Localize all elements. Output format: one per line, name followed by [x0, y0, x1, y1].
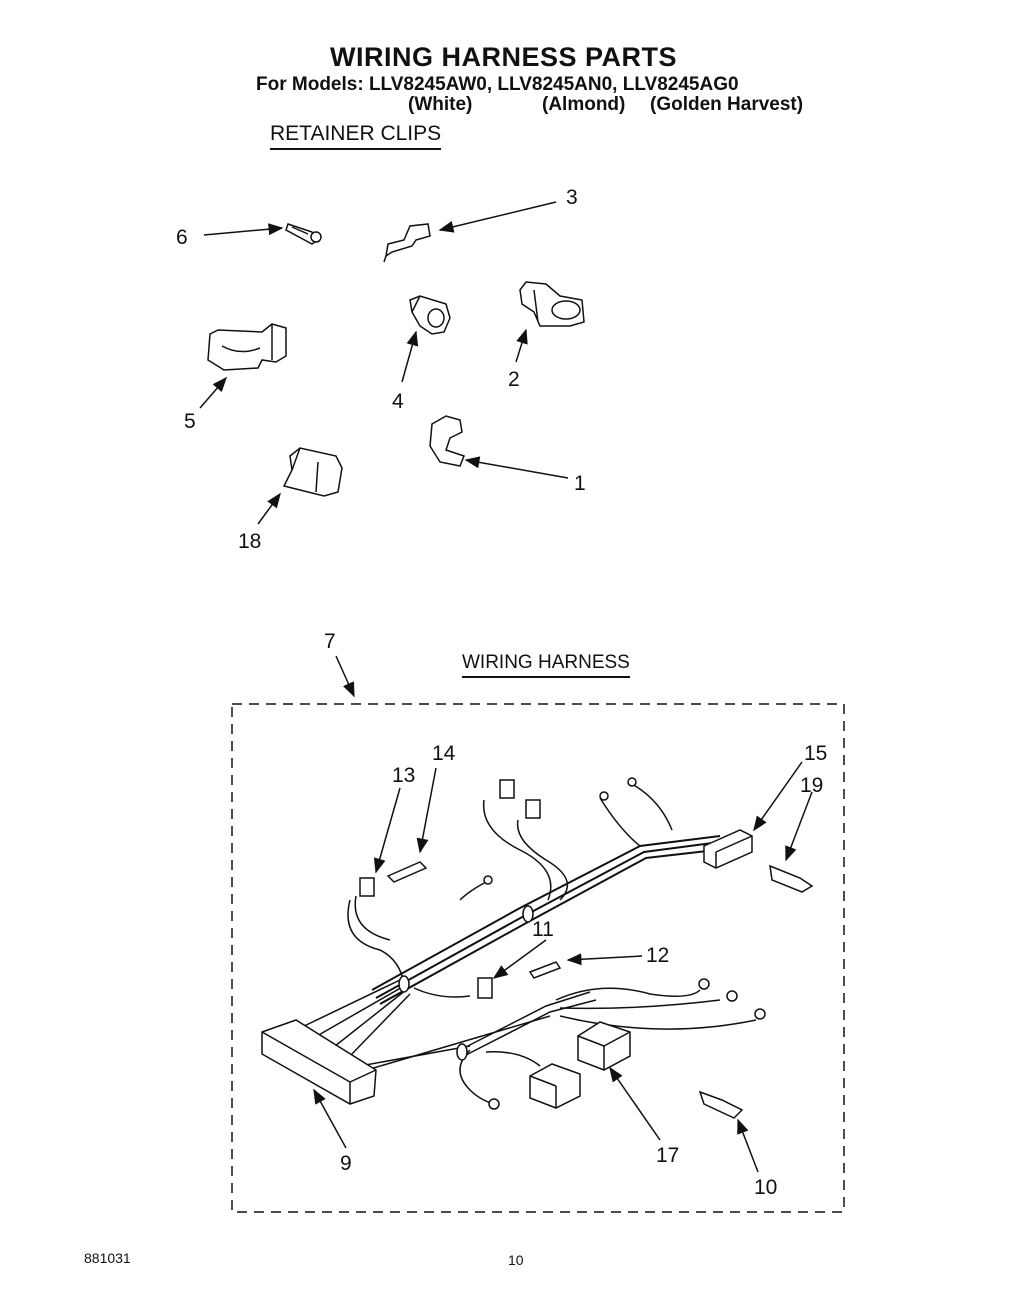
color-almond-label: (Almond) [542, 94, 626, 115]
document-code: 881031 [84, 1250, 131, 1266]
retainer-clip-3 [383, 223, 431, 263]
color-white-label: (White) [408, 94, 473, 115]
color-golden-label: (Golden Harvest) [650, 94, 804, 115]
callout-10: 10 [754, 1176, 778, 1199]
callout-7: 7 [324, 630, 336, 653]
callout-13: 13 [392, 764, 416, 787]
callout-6: 6 [176, 226, 188, 249]
callout-3: 3 [566, 186, 578, 209]
retainer-clip-2 [519, 281, 585, 327]
callout-19: 19 [800, 774, 824, 797]
callout-18: 18 [238, 530, 262, 553]
callout-17: 17 [656, 1144, 680, 1167]
retainer-clip-18 [282, 447, 343, 497]
retainer-clips-heading: RETAINER CLIPS [270, 122, 442, 150]
callout-12: 12 [646, 944, 670, 967]
callout-4: 4 [392, 390, 404, 413]
wiring-harness-heading: WIRING HARNESS [462, 652, 630, 678]
callout-11: 11 [532, 918, 554, 941]
models-line: For Models: LLV8245AW0, LLV8245AN0, LLV8… [256, 74, 739, 95]
page-title: WIRING HARNESS PARTS [330, 42, 678, 72]
callout-1: 1 [574, 472, 586, 495]
wiring-harness [261, 777, 814, 1119]
harness-boundary [231, 703, 845, 1213]
retainer-clip-1 [429, 415, 465, 467]
callout-5: 5 [184, 410, 196, 433]
callout-9: 9 [340, 1152, 352, 1175]
page-number: 10 [508, 1252, 524, 1268]
callout-14: 14 [432, 742, 456, 765]
callout-2: 2 [508, 368, 520, 391]
callout-15: 15 [804, 742, 828, 765]
retainer-clip-6 [285, 223, 322, 245]
retainer-clip-5 [207, 323, 287, 371]
retainer-clip-4 [409, 295, 451, 335]
